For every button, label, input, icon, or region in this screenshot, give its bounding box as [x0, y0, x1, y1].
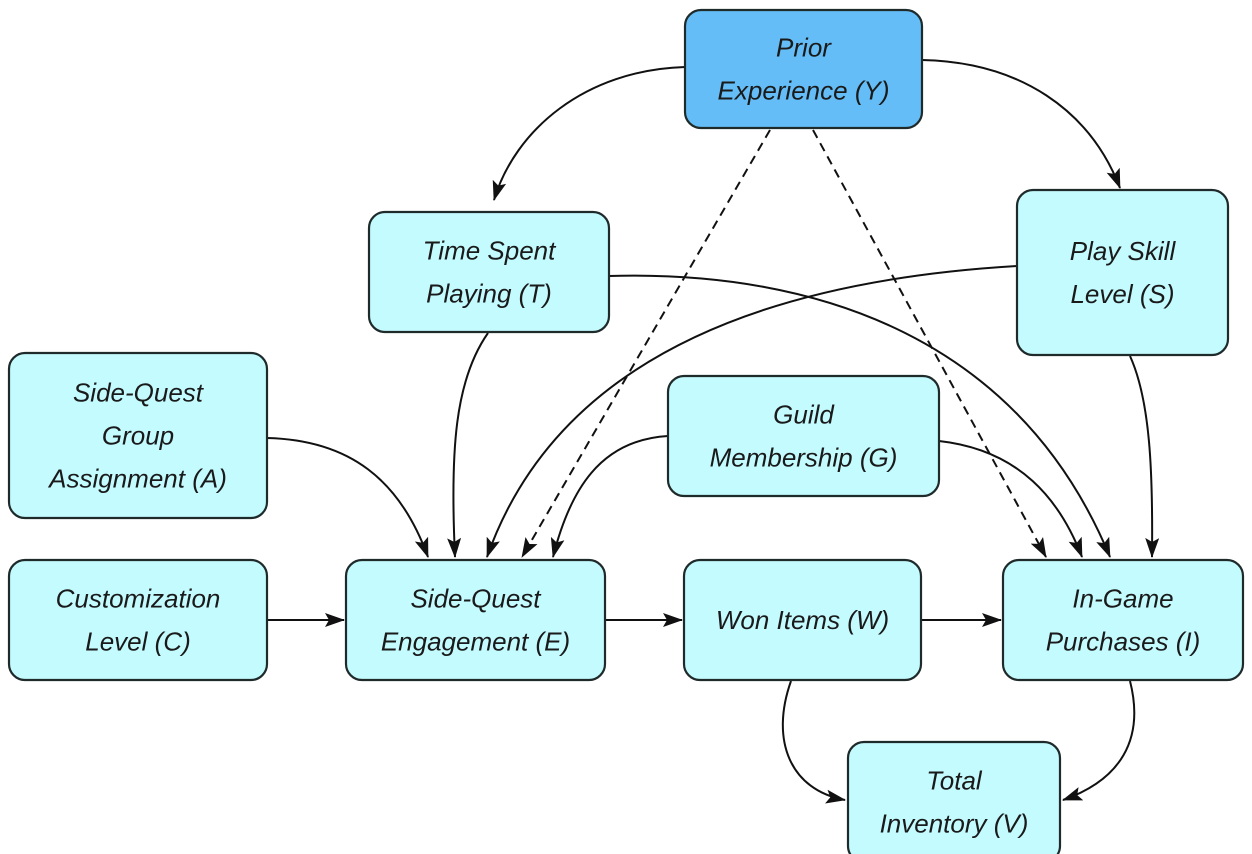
edge-y-to-t: [492, 66, 686, 201]
node-label-line: Side-Quest: [73, 378, 205, 408]
node-label-line: Inventory (V): [880, 809, 1029, 839]
node-label-line: Purchases (I): [1046, 627, 1201, 657]
node-box: [367, 210, 611, 334]
edge-i-to-v: [1062, 680, 1136, 801]
edge-t-to-i: [608, 274, 1111, 558]
node-label-line: Customization: [56, 584, 221, 614]
node-label-line: Side-Quest: [410, 584, 542, 614]
node-label-line: Total: [926, 766, 983, 796]
node-w: Won Items (W): [682, 558, 923, 682]
node-box: [344, 558, 607, 682]
edge-y-to-s: [921, 59, 1121, 189]
node-box: [682, 558, 923, 682]
node-label-line: Time Spent: [423, 236, 557, 266]
node-box: [7, 558, 269, 682]
edge-g-to-i: [938, 440, 1083, 558]
edge-s-to-e: [486, 265, 1018, 558]
edge-t-to-e: [447, 332, 489, 558]
node-label-line: Level (S): [1070, 279, 1174, 309]
node-box: [1015, 188, 1230, 357]
edge-y-to-e: [521, 129, 771, 558]
node-box: [683, 8, 924, 130]
node-label-line: Guild: [773, 400, 835, 430]
edge-y-to-i: [812, 129, 1047, 558]
node-label-line: In-Game: [1072, 584, 1173, 614]
node-label-line: Membership (G): [710, 443, 898, 473]
node-box: [1001, 558, 1245, 682]
node-label-line: Play Skill: [1070, 236, 1177, 266]
node-label-line: Group: [102, 421, 174, 451]
edge-a-to-e: [266, 437, 429, 558]
edge-w-to-v: [781, 680, 846, 804]
node-label-line: Prior: [776, 33, 832, 63]
edge-g-to-e: [550, 435, 669, 558]
edge-s-to-i: [1129, 355, 1160, 558]
node-box: [7, 351, 269, 520]
node-label-line: Won Items (W): [716, 605, 889, 635]
node-label-line: Assignment (A): [47, 464, 227, 494]
node-label-line: Engagement (E): [381, 627, 570, 657]
node-label-line: Level (C): [85, 627, 190, 657]
node-label-line: Experience (Y): [718, 76, 890, 106]
node-box: [666, 374, 941, 498]
node-label-line: Playing (T): [426, 279, 552, 309]
node-box: [846, 740, 1062, 854]
